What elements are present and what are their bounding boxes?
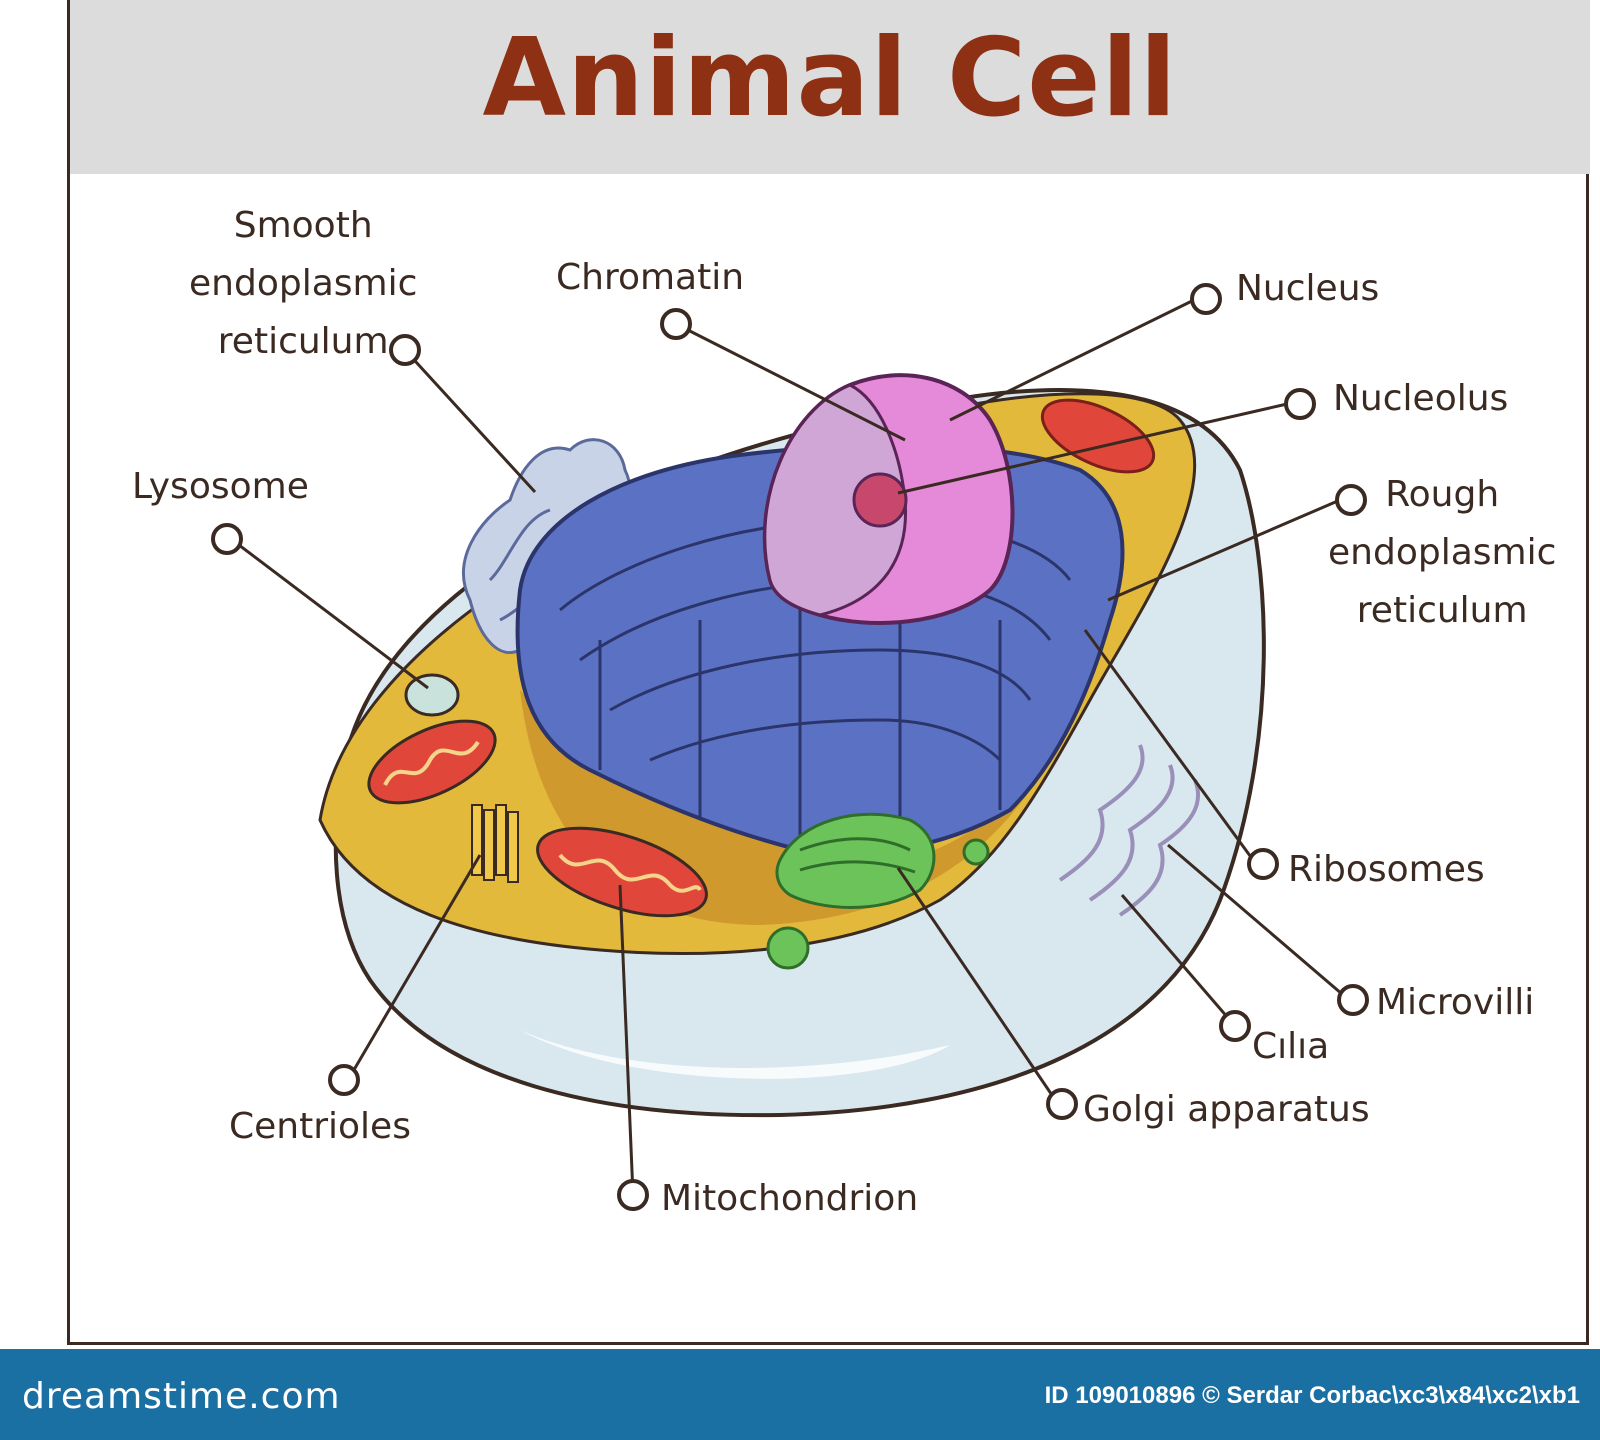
footer-credit: ID 109010896 © Serdar Corbac\xc3\x84\xc2… [1044, 1382, 1580, 1409]
membrane-highlight [520, 1030, 950, 1079]
label-nucleus: Nucleus [1236, 268, 1380, 309]
label-smooth-er: Smooth endoplasmic reticulum [189, 205, 418, 362]
circle-pointer-icon [1335, 484, 1367, 516]
circle-pointer-icon [389, 334, 421, 366]
microvilli-shape [1058, 744, 1201, 917]
page-title: Animal Cell [482, 16, 1178, 141]
circle-pointer-icon [660, 308, 692, 340]
circle-pointer-icon [211, 523, 243, 555]
label-chromatin: Chromatin [556, 257, 745, 298]
label-golgi: Golgi apparatus [1083, 1089, 1370, 1130]
label-rough-er: Rough endoplasmic reticulum [1328, 474, 1557, 631]
label-lysosome: Lysosome [132, 466, 309, 507]
label-mitochondrion: Mitochondrion [661, 1178, 919, 1219]
centrioles-shape [471, 804, 519, 883]
golgi-shape [766, 812, 990, 970]
label-cilia: Cılıa [1252, 1026, 1330, 1067]
vesicle-shape [1040, 398, 1156, 474]
circle-pointer-icon [1190, 283, 1222, 315]
nucleolus-shape [852, 472, 908, 528]
circle-pointer-icon [1337, 984, 1369, 1016]
mitochondrion-shape-center [536, 826, 708, 918]
circle-pointer-icon [1219, 1010, 1251, 1042]
lysosome-shape [404, 673, 460, 717]
footer-bar [0, 1349, 1600, 1440]
leader-lines [230, 297, 1350, 1196]
circle-pointer-icon [617, 1179, 649, 1211]
label-centrioles: Centrioles [229, 1106, 411, 1147]
circle-pointer-icon [1284, 388, 1316, 420]
title-band [70, 0, 1590, 174]
label-microvilli: Microvilli [1376, 982, 1535, 1023]
label-ribosomes: Ribosomes [1288, 849, 1485, 890]
nucleus-interior [763, 383, 908, 617]
footer-site: dreamstime.com [22, 1376, 341, 1417]
circle-pointer-icon [328, 1064, 360, 1096]
label-pointers [211, 283, 1369, 1211]
circle-pointer-icon [1247, 848, 1279, 880]
circle-pointer-icon [1046, 1088, 1078, 1120]
mitochondrion-shape-left [367, 719, 497, 805]
label-nucleolus: Nucleolus [1333, 378, 1509, 419]
